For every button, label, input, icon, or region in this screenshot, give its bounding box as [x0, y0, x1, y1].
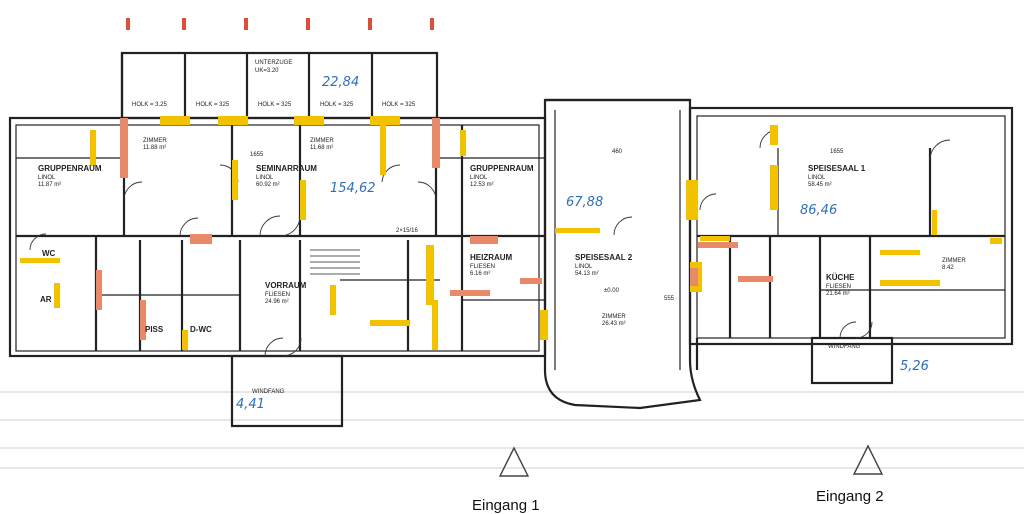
svg-text:UNTERZUGE: UNTERZUGE — [255, 60, 292, 66]
entrance-2-triangle-icon — [852, 444, 884, 475]
svg-text:ZIMMER: ZIMMER — [143, 138, 167, 144]
room-gruppenraum-1: GRUPPENRAUM — [38, 164, 102, 173]
svg-text:54.13 m²: 54.13 m² — [575, 271, 599, 277]
svg-text:26.43 m²: 26.43 m² — [602, 321, 626, 327]
yellow-highlights — [20, 116, 1002, 350]
hand-note-top: 22,84 — [322, 75, 359, 90]
svg-text:FLIESEN: FLIESEN — [265, 292, 290, 298]
svg-text:ZIMMER: ZIMMER — [942, 258, 966, 264]
svg-text:24.96 m²: 24.96 m² — [265, 299, 289, 305]
svg-text:ZIMMER: ZIMMER — [310, 138, 334, 144]
entrance-markers — [498, 444, 884, 477]
room-seminarraum: SEMINARRAUM — [256, 164, 317, 173]
svg-text:HOLK = 325: HOLK = 325 — [196, 102, 230, 108]
room-kuche: KÜCHE — [826, 273, 855, 282]
svg-text:21.64 m²: 21.64 m² — [826, 291, 850, 297]
svg-text:8.42: 8.42 — [942, 265, 954, 271]
svg-text:11.88 m²: 11.88 m² — [143, 145, 166, 151]
svg-text:1655: 1655 — [830, 149, 844, 155]
svg-text:FLIESEN: FLIESEN — [470, 264, 495, 270]
scan-noise — [0, 391, 1024, 469]
room-heizraum: HEIZRAUM — [470, 253, 513, 262]
hand-note-speisesaal-1: 86,46 — [800, 203, 837, 218]
svg-text:1655: 1655 — [250, 152, 264, 158]
svg-text:±0.00: ±0.00 — [604, 288, 620, 294]
hand-note-speisesaal-2: 67,88 — [566, 195, 603, 210]
room-gruppenraum-2: GRUPPENRAUM — [470, 164, 534, 173]
svg-text:11.68 m²: 11.68 m² — [310, 145, 333, 151]
room-dwc: D-WC — [190, 325, 212, 334]
svg-text:ZIMMER: ZIMMER — [602, 314, 626, 320]
hand-note-seminar: 154,62 — [330, 181, 376, 196]
orange-highlights — [96, 118, 773, 340]
room-windfang-2: WINDFANG — [828, 344, 861, 350]
svg-text:LINOL: LINOL — [470, 175, 488, 181]
svg-text:460: 460 — [612, 149, 623, 155]
svg-text:12.53 m²: 12.53 m² — [470, 182, 494, 188]
svg-text:LINOL: LINOL — [808, 175, 826, 181]
svg-text:HOLK = 3.25: HOLK = 3.25 — [132, 102, 168, 108]
svg-text:58.45 m²: 58.45 m² — [808, 182, 832, 188]
svg-text:LINOL: LINOL — [256, 175, 274, 181]
svg-text:FLIESEN: FLIESEN — [826, 284, 851, 290]
door-swings — [29, 129, 951, 357]
svg-text:LINOL: LINOL — [38, 175, 56, 181]
room-piss: PISS — [145, 325, 164, 334]
entrance-1-label: Eingang 1 — [472, 497, 540, 514]
svg-text:HOLK = 325: HOLK = 325 — [258, 102, 292, 108]
room-windfang-1: WINDFANG — [252, 389, 285, 395]
entrance-2-label: Eingang 2 — [816, 488, 884, 505]
entrance-1-triangle-icon — [498, 446, 530, 477]
room-speisesaal-2: SPEISESAAL 2 — [575, 253, 633, 262]
dimension-labels: 2×15/16 1655 1655 460 555 ±0.00 — [250, 149, 844, 302]
svg-text:2×15/16: 2×15/16 — [396, 228, 419, 234]
handwritten-annotations: 22,84 154,62 67,88 86,46 5,26 4,41 — [236, 75, 929, 412]
room-labels: GRUPPENRAUM LINOL 11.87 m² SEMINARRAUM L… — [38, 60, 966, 395]
svg-text:555: 555 — [664, 296, 675, 302]
svg-text:11.87 m²: 11.87 m² — [38, 182, 61, 188]
hand-note-windfang-2: 5,26 — [900, 359, 929, 374]
room-ar: AR — [40, 295, 52, 304]
svg-text:LINOL: LINOL — [575, 264, 593, 270]
svg-text:6.16 m²: 6.16 m² — [470, 271, 490, 277]
room-wc: WC — [42, 249, 56, 258]
dimension-markers — [126, 18, 434, 30]
svg-text:UK=3.20: UK=3.20 — [255, 68, 279, 74]
svg-text:HOLK = 325: HOLK = 325 — [382, 102, 416, 108]
room-vorraum: VORRAUM — [265, 281, 307, 290]
room-speisesaal-1: SPEISESAAL 1 — [808, 164, 866, 173]
beam-labels: HOLK = 3.25 HOLK = 325 HOLK = 325 HOLK =… — [132, 102, 416, 108]
hand-note-windfang-1: 4,41 — [236, 397, 265, 412]
svg-text:60.92 m²: 60.92 m² — [256, 182, 280, 188]
svg-text:HOLK = 325: HOLK = 325 — [320, 102, 354, 108]
